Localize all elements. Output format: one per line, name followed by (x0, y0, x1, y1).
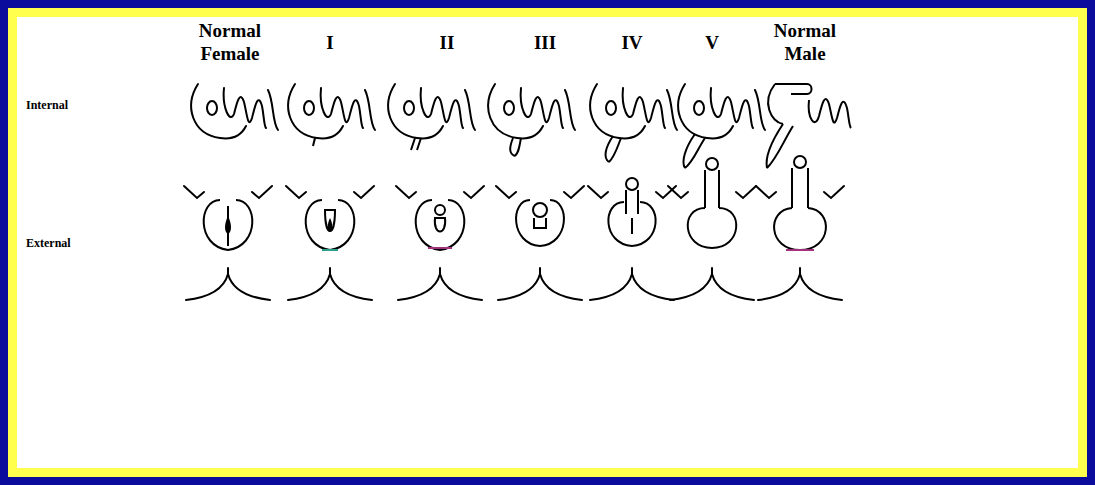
external-stage-3 (496, 186, 584, 300)
internal-male (767, 84, 851, 168)
external-stage-4 (588, 178, 676, 300)
internal-stage-4 (590, 84, 677, 162)
white-panel (17, 17, 1078, 468)
external-stage-1 (286, 186, 374, 300)
stage-numeral: III (520, 32, 570, 55)
external-male (756, 156, 844, 300)
internal-stage-1 (288, 84, 375, 146)
internal-female (191, 84, 278, 138)
internal-stage-3 (488, 84, 575, 156)
internal-stage-2 (388, 84, 475, 150)
row-label: Internal (26, 98, 106, 112)
stage-numeral: V (692, 32, 732, 55)
internal-stage-5 (678, 84, 765, 168)
yellow-frame (8, 8, 1087, 477)
column-heading: Normal Male (765, 20, 845, 66)
external-stage-2 (396, 186, 484, 300)
column-heading: Normal Female (185, 20, 275, 66)
external-female (184, 186, 272, 300)
stage-numeral: II (427, 32, 467, 55)
stage-numeral: I (310, 32, 350, 55)
row-label: External (26, 236, 106, 250)
stage-numeral: IV (607, 32, 657, 55)
external-stage-5 (668, 158, 756, 300)
